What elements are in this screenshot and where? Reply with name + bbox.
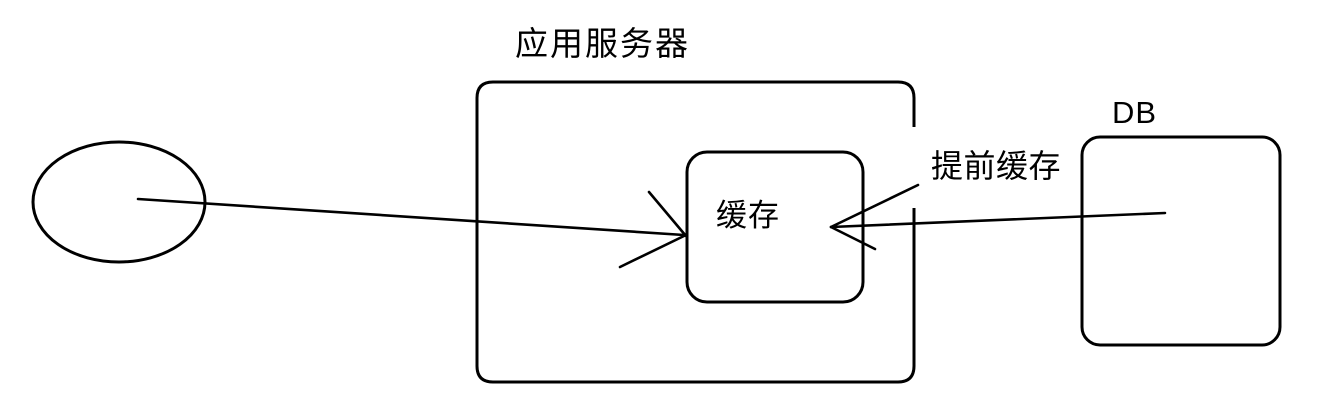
db-to-cache-arrowhead-upper (829, 183, 920, 229)
db-to-cache-arrow (829, 183, 1167, 251)
client-to-cache-line (136, 197, 686, 237)
client-to-cache-arrowhead-upper (647, 190, 688, 238)
cache-label: 缓存 (716, 198, 780, 233)
db-to-cache-line (829, 211, 1167, 229)
precache-edge-label: 提前缓存 (931, 148, 1062, 184)
cache-box-shape (685, 150, 865, 304)
db-label: DB (1112, 95, 1158, 130)
client-to-cache-arrowhead-lower (618, 233, 688, 269)
db-box-shape (1080, 135, 1282, 347)
client-to-cache-arrow (136, 190, 688, 269)
db-to-cache-arrowhead-lower (829, 225, 877, 251)
app-server-box-shape (475, 80, 916, 384)
client-ellipse-shape (31, 140, 207, 264)
app-server-label: 应用服务器 (515, 25, 690, 62)
